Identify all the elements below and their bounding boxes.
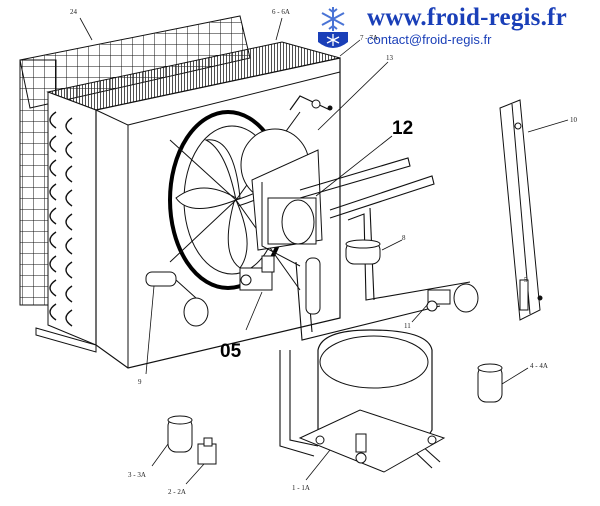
callout-2-2a: 2 - 2A: [168, 488, 186, 496]
leader-lines: [79, 17, 569, 485]
callout-3-3a: 3 - 3A: [128, 471, 146, 479]
callout-13: 13: [386, 54, 394, 62]
callout-11: 11: [404, 322, 411, 330]
capacitor: [167, 415, 193, 453]
callout-9: 9: [138, 378, 142, 386]
service-valve: [426, 283, 479, 313]
callout-10: 10: [570, 116, 578, 124]
callout-7-7a: 7 - 7A: [360, 34, 378, 42]
callout-05: 05: [220, 341, 242, 362]
accumulator: [345, 239, 381, 265]
callout-24: 24: [70, 8, 78, 16]
filter-drier: [305, 257, 321, 315]
compressor: [298, 329, 446, 473]
sight-glass: [145, 271, 209, 327]
snowflake-logo-icon: [312, 4, 356, 54]
start-relay: [477, 363, 503, 403]
callout-8: 8: [402, 234, 406, 242]
callout-6-6a: 6 - 6A: [272, 8, 290, 16]
website-link[interactable]: www.froid-regis.fr: [367, 4, 567, 31]
pressure-switch: [239, 255, 275, 291]
email-link[interactable]: contact@froid-regis.fr: [367, 32, 492, 47]
callout-1-1a: 1 - 1A: [292, 484, 310, 492]
callout-4-4a: 4 - 4A: [530, 362, 548, 370]
fan-motor: [240, 95, 333, 267]
thermal-protector: [197, 437, 217, 465]
callout-5: 5: [524, 276, 528, 284]
mounting-rail: [499, 99, 543, 321]
callout-12: 12: [392, 118, 413, 139]
